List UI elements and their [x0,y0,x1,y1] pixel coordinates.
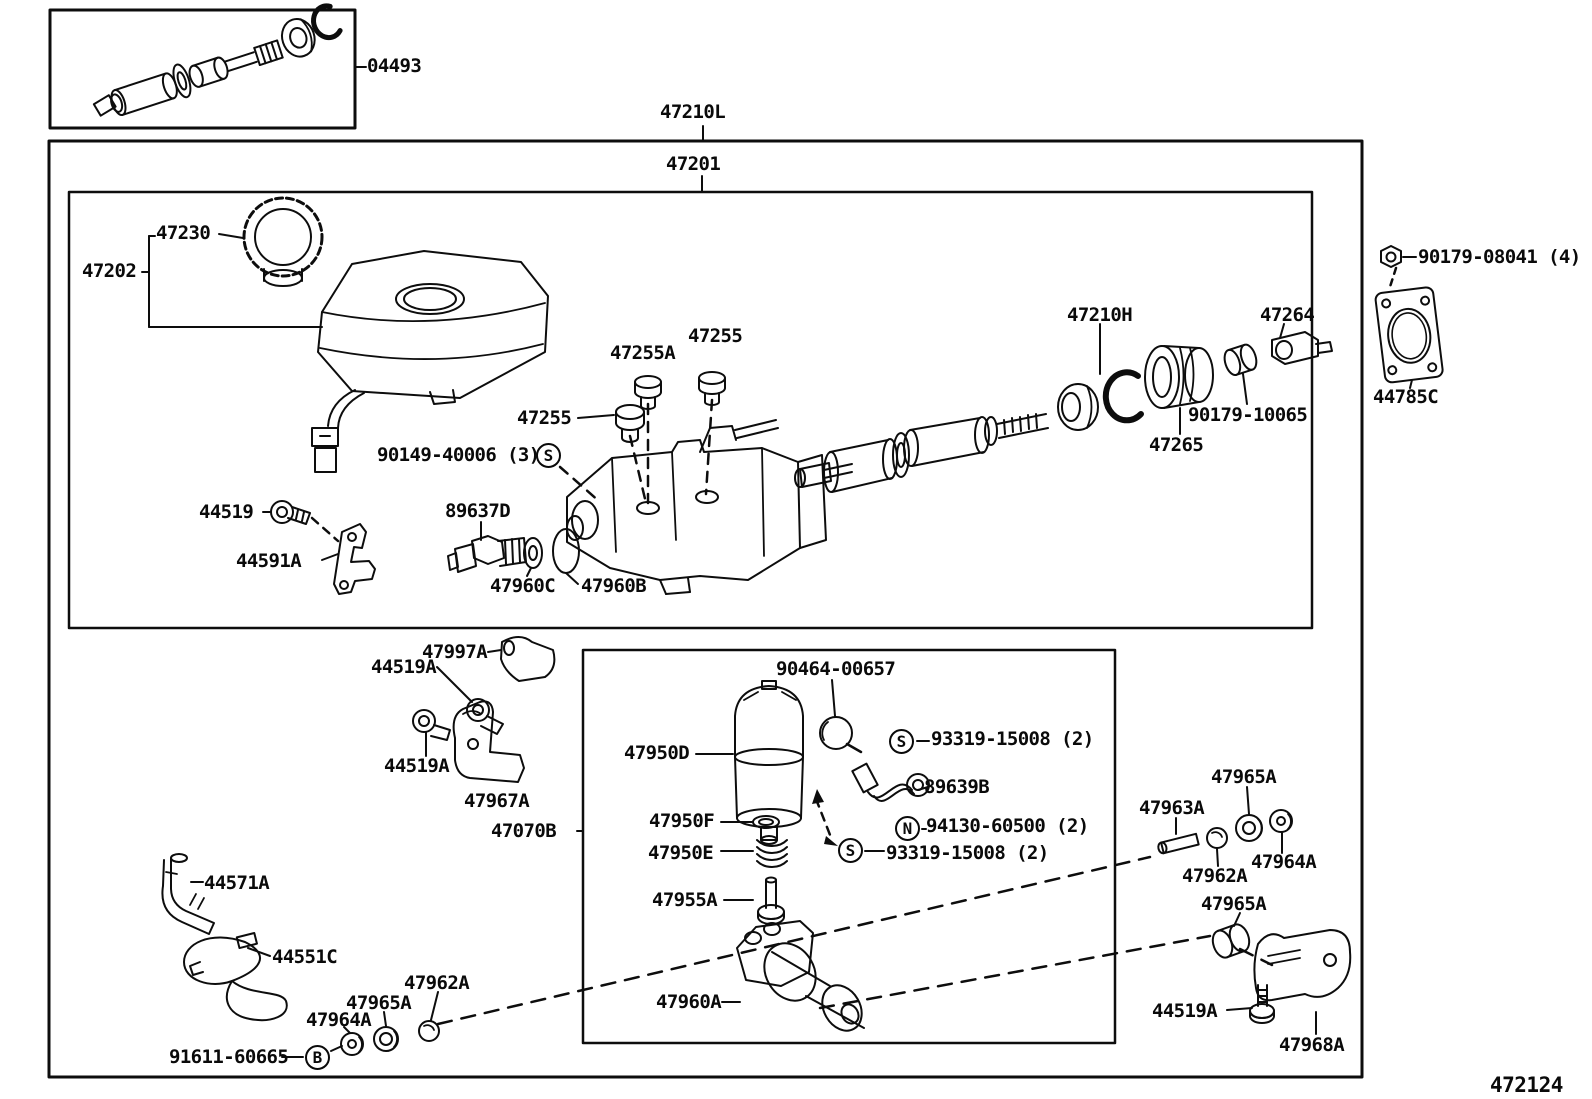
boot-47265-drawing [1144,345,1214,409]
part-label-47965a-1: 47965A [1211,766,1277,788]
part-label-47230: 47230 [156,222,211,244]
part-label-44785c: 44785C [1373,386,1439,408]
frame-boxes [47,8,1364,1079]
part-label-47950e: 47950E [648,842,714,864]
part-label-47964a-1: 47964A [1251,851,1317,873]
sensor-89637d-drawing [447,535,527,573]
part-label-90179-10065: 90179-10065 [1188,404,1308,426]
part-label-44551c: 44551C [272,946,338,968]
part-label-47968a: 47968A [1279,1034,1345,1056]
callout-s-icon-93319-2: S [838,838,863,863]
part-label-90179-08041: 90179-08041 (4) [1418,246,1581,268]
spring-47950e-drawing [756,839,788,868]
accumulator-47950d-drawing [734,680,804,845]
wire-44551c-drawing [183,932,288,1021]
part-label-47210l: 47210L [660,101,726,123]
pushrod-kit-drawing [92,3,343,117]
part-label-47962a-1: 47962A [1182,865,1248,887]
part-label-47070b: 47070B [491,820,557,842]
part-label-47960a: 47960A [656,991,722,1013]
bushing-47965a-2-drawing [1211,923,1251,959]
grommet-47964a-1-drawing [1269,809,1293,833]
hose-44571a-drawing [161,853,215,935]
part-label-44519: 44519 [199,501,254,523]
part-label-89637d: 89637D [445,500,511,522]
bracket-44591a-drawing [333,523,376,595]
harness-89639b-drawing [851,762,930,802]
bolt-44519-drawing [270,500,311,525]
part-label-90464-00657: 90464-00657 [776,658,896,680]
part-label-47202: 47202 [82,260,137,282]
part-label-47965a-3: 47965A [346,992,412,1014]
part-label-91611-60665: 91611-60665 [169,1046,289,1068]
figure-number: 472124 [1490,1073,1563,1097]
part-label-04493: 04493 [367,55,422,77]
part-label-44519a-2: 44519A [384,755,450,777]
part-label-44591a: 44591A [236,550,302,572]
master-cylinder-drawing [566,419,853,595]
washer-47960c-drawing [523,537,543,569]
part-label-47255-left: 47255 [517,407,572,429]
part-label-47265: 47265 [1149,434,1204,456]
callout-s-icon-90149: S [536,443,561,468]
part-label-47950d: 47950D [624,742,690,764]
part-label-47264: 47264 [1260,304,1315,326]
bushing-47965a-1-drawing [1235,814,1263,842]
part-label-47960c: 47960C [490,575,556,597]
part-label-94130-60500: 94130-60500 (2) [926,815,1089,837]
part-label-44519a-1: 44519A [371,656,437,678]
part-label-47210h: 47210H [1067,304,1133,326]
callout-s-icon-93319-1: S [889,729,914,754]
bushing-47965a-3-drawing [373,1026,399,1052]
part-label-93319-2: 93319-15008 (2) [886,842,1049,864]
part-label-47955a: 47955A [652,889,718,911]
part-label-47255a: 47255A [610,342,676,364]
plug-drawings [615,371,726,443]
bolt-44519a-3-drawing [1249,984,1275,1024]
bushing-90179-10065-drawing [1223,343,1258,377]
piston-assembly-drawing [794,413,1049,493]
clamp-47264-drawing [1271,331,1333,365]
part-label-47950f: 47950F [649,810,715,832]
part-label-47255-top: 47255 [688,325,743,347]
dashed-lines [310,266,1398,1026]
leader-lines [141,66,1417,1058]
pin-47963a-drawing [1157,832,1200,855]
callout-n-icon-94130: N [895,816,920,841]
callout-b-icon-91611: B [305,1045,330,1070]
part-label-47964a-2: 47964A [306,1009,372,1031]
part-label-47960b: 47960B [581,575,647,597]
part-label-47963a: 47963A [1139,797,1205,819]
gasket-44785c-drawing [1374,286,1444,384]
arrowheads [812,789,838,846]
bracket-47968a-drawing [1253,929,1352,1002]
part-label-93319-1: 93319-15008 (2) [931,728,1094,750]
bracket-47967a-drawing [452,700,525,783]
nut-90179-08041-drawing [1380,245,1402,268]
part-label-47962a-2: 47962A [404,972,470,994]
cup-seal-drawing [1057,383,1099,431]
cap-47962a-1-drawing [1206,827,1228,849]
part-label-44519a-3: 44519A [1152,1000,1218,1022]
part-label-89639b: 89639B [924,776,990,798]
bolt-44519a-2-drawing [412,709,451,741]
part-label-90149-40006: 90149-40006 (3) [377,444,540,466]
reservoir-drawing [311,250,549,473]
part-label-47997a: 47997A [422,641,488,663]
grommet-47964a-2-drawing [340,1032,364,1056]
part-label-47965a-2: 47965A [1201,893,1267,915]
reservoir-cap-drawing [242,196,324,287]
part-label-47201: 47201 [666,153,721,175]
part-label-44571a: 44571A [204,872,270,894]
part-label-47967a: 47967A [464,790,530,812]
bolt-44519a-1-drawing [466,698,504,735]
cap-47962a-2-drawing [418,1020,440,1042]
snap-ring-47210h-drawing [1102,369,1144,424]
bolt-47955a-drawing [757,876,785,925]
clip-47997a-drawing [500,636,556,682]
clamp-ring-90464-drawing [819,716,863,754]
